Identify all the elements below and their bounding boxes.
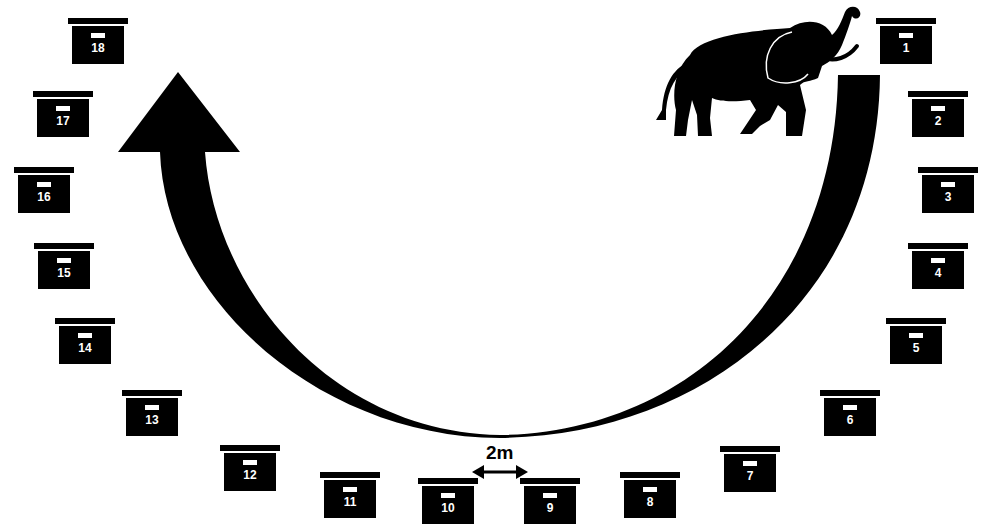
box-shape bbox=[720, 446, 780, 492]
storage-box: 4 bbox=[908, 243, 968, 289]
storage-box: 6 bbox=[820, 390, 880, 436]
box-shape bbox=[320, 472, 380, 518]
box-shape bbox=[55, 318, 115, 364]
box-number: 4 bbox=[908, 267, 968, 280]
box-text-holder: 13 bbox=[122, 390, 182, 427]
box-text-holder: 18 bbox=[68, 18, 128, 55]
box-text-holder: 9 bbox=[520, 478, 580, 515]
box-shape bbox=[620, 472, 680, 518]
box-number: 3 bbox=[918, 191, 978, 204]
elephant-silhouette bbox=[656, 7, 860, 136]
storage-box: 8 bbox=[620, 472, 680, 518]
box-text-holder: 11 bbox=[320, 472, 380, 509]
storage-box: 17 bbox=[33, 91, 93, 137]
storage-box: 9 bbox=[520, 478, 580, 524]
box-number: 17 bbox=[33, 115, 93, 128]
storage-box: 3 bbox=[918, 167, 978, 213]
storage-box: 16 bbox=[14, 167, 74, 213]
storage-box: 12 bbox=[220, 445, 280, 491]
storage-box: 7 bbox=[720, 446, 780, 492]
box-shape bbox=[908, 91, 968, 137]
box-number: 12 bbox=[220, 469, 280, 482]
storage-box: 13 bbox=[122, 390, 182, 436]
storage-box: 15 bbox=[34, 243, 94, 289]
box-shape bbox=[876, 18, 936, 64]
box-text-holder: 3 bbox=[918, 167, 978, 204]
box-number: 15 bbox=[34, 267, 94, 280]
box-number: 14 bbox=[55, 342, 115, 355]
storage-box: 10 bbox=[418, 478, 478, 524]
box-text-holder: 6 bbox=[820, 390, 880, 427]
box-text-holder: 2 bbox=[908, 91, 968, 128]
box-shape bbox=[820, 390, 880, 436]
box-text-holder: 1 bbox=[876, 18, 936, 55]
box-number: 6 bbox=[820, 414, 880, 427]
box-shape bbox=[122, 390, 182, 436]
box-text-holder: 17 bbox=[33, 91, 93, 128]
dimension-label: 2m bbox=[486, 443, 513, 463]
box-text-holder: 10 bbox=[418, 478, 478, 515]
box-number: 2 bbox=[908, 115, 968, 128]
box-text-holder: 5 bbox=[886, 318, 946, 355]
box-text-holder: 15 bbox=[34, 243, 94, 280]
box-number: 18 bbox=[68, 42, 128, 55]
storage-box: 18 bbox=[68, 18, 128, 64]
box-text-holder: 4 bbox=[908, 243, 968, 280]
storage-box: 2 bbox=[908, 91, 968, 137]
box-shape bbox=[886, 318, 946, 364]
box-number: 1 bbox=[876, 42, 936, 55]
box-number: 11 bbox=[320, 496, 380, 509]
box-text-holder: 14 bbox=[55, 318, 115, 355]
box-number: 8 bbox=[620, 496, 680, 509]
box-shape bbox=[418, 478, 478, 524]
box-number: 13 bbox=[122, 414, 182, 427]
box-number: 9 bbox=[520, 502, 580, 515]
box-shape bbox=[918, 167, 978, 213]
storage-box: 1 bbox=[876, 18, 936, 64]
storage-box: 11 bbox=[320, 472, 380, 518]
box-shape bbox=[14, 167, 74, 213]
box-number: 5 bbox=[886, 342, 946, 355]
box-number: 10 bbox=[418, 502, 478, 515]
box-text-holder: 7 bbox=[720, 446, 780, 483]
box-shape bbox=[68, 18, 128, 64]
dimension-arrow bbox=[472, 465, 528, 479]
box-text-holder: 8 bbox=[620, 472, 680, 509]
box-number: 16 bbox=[14, 191, 74, 204]
storage-box: 14 bbox=[55, 318, 115, 364]
box-text-holder: 12 bbox=[220, 445, 280, 482]
box-shape bbox=[520, 478, 580, 524]
route-arrow bbox=[118, 72, 880, 438]
box-shape bbox=[34, 243, 94, 289]
box-shape bbox=[33, 91, 93, 137]
box-text-holder: 16 bbox=[14, 167, 74, 204]
box-number: 7 bbox=[720, 470, 780, 483]
storage-box: 5 bbox=[886, 318, 946, 364]
box-shape bbox=[908, 243, 968, 289]
box-shape bbox=[220, 445, 280, 491]
